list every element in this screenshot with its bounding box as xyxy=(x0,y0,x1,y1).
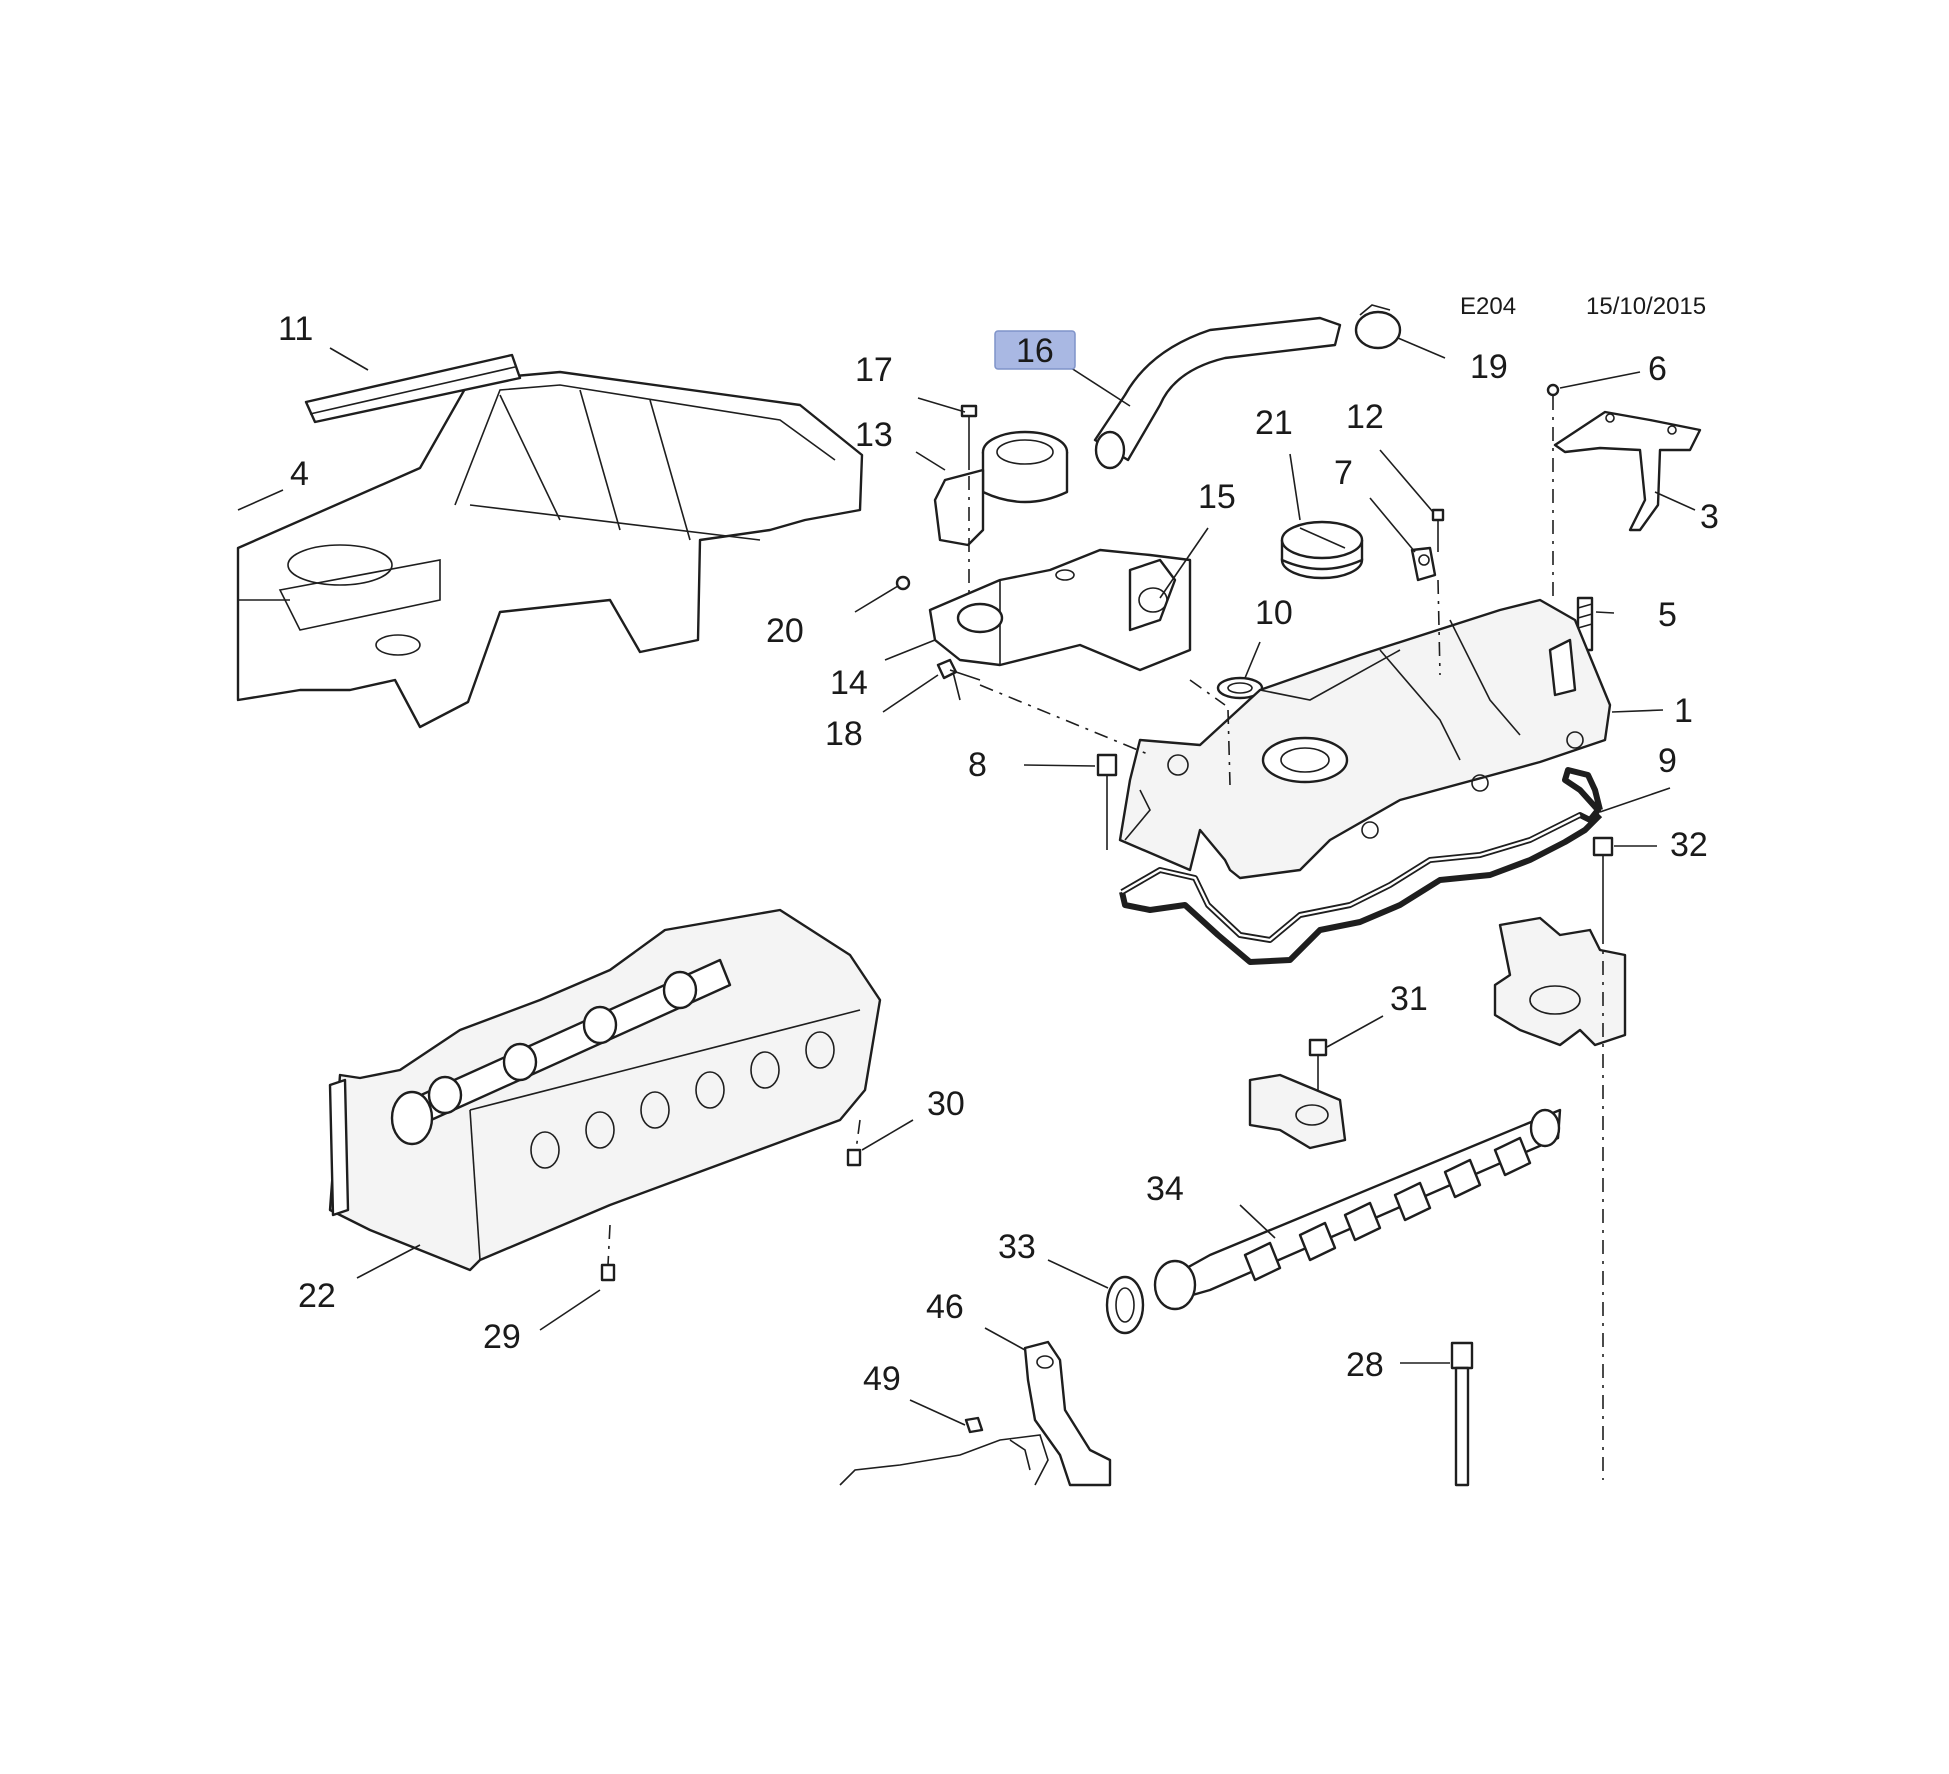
breather-hose xyxy=(1093,316,1342,470)
callout-29: 29 xyxy=(483,1318,521,1356)
callout-21: 21 xyxy=(1255,404,1293,442)
callout-22: 22 xyxy=(298,1277,336,1315)
bolt-18 xyxy=(936,658,981,681)
bolt-28 xyxy=(1450,1341,1474,1487)
camshaft-cap xyxy=(1248,1073,1347,1150)
bracket-3 xyxy=(1553,410,1702,532)
bolt-32 xyxy=(1592,836,1614,930)
diagram-date: 15/10/2015 xyxy=(1586,293,1706,320)
callout-10: 10 xyxy=(1255,594,1293,632)
hose-clip xyxy=(1354,304,1402,350)
callout-32: 32 xyxy=(1670,826,1708,864)
callout-30: 30 xyxy=(927,1085,965,1123)
callout-46: 46 xyxy=(926,1288,964,1326)
dowel-29 xyxy=(600,1263,616,1282)
callout-6: 6 xyxy=(1648,350,1667,388)
callout-28: 28 xyxy=(1346,1346,1384,1384)
callout-31: 31 xyxy=(1390,980,1428,1018)
bolt-31 xyxy=(1308,1038,1328,1110)
bracket-46 xyxy=(1023,1340,1112,1487)
callout-19: 19 xyxy=(1470,348,1508,386)
camshaft xyxy=(1153,1108,1562,1311)
callout-14: 14 xyxy=(830,664,868,702)
callout-5: 5 xyxy=(1658,596,1677,634)
bolt-6 xyxy=(1546,383,1560,397)
callout-8: 8 xyxy=(968,746,987,784)
sensor-7 xyxy=(1410,546,1437,582)
callout-34: 34 xyxy=(1146,1170,1184,1208)
callout-33: 33 xyxy=(998,1228,1036,1266)
camshaft-cover xyxy=(1118,598,1612,880)
oil-separator-housing xyxy=(928,548,1192,701)
callout-9: 9 xyxy=(1658,742,1677,780)
bolt-12 xyxy=(1431,508,1445,552)
cover-plate xyxy=(304,353,522,424)
washer-20 xyxy=(895,575,911,591)
oil-filler-cap xyxy=(1280,520,1364,580)
callout-18: 18 xyxy=(825,715,863,753)
alignment-lines xyxy=(607,396,1604,1480)
bolt-8 xyxy=(1096,753,1118,840)
callout-4: 4 xyxy=(290,455,309,493)
callout-11: 11 xyxy=(278,310,313,348)
callout-49: 49 xyxy=(863,1360,901,1398)
nut-49 xyxy=(964,1416,984,1434)
callout-17: 17 xyxy=(855,351,893,389)
camshaft-seal xyxy=(1105,1275,1145,1335)
callout-7: 7 xyxy=(1334,454,1353,492)
pcv-valve xyxy=(933,430,1069,547)
bolt-17 xyxy=(960,404,978,470)
callout-13: 13 xyxy=(855,416,893,454)
cover-gasket xyxy=(1119,767,1603,965)
cylinder-head xyxy=(328,908,882,1272)
seal-ring-10 xyxy=(1216,676,1264,700)
callout-labels: 11 4 16 17 13 19 6 21 12 7 15 3 10 5 20 … xyxy=(278,310,1719,1398)
callout-3: 3 xyxy=(1700,498,1719,536)
highlight-box-16 xyxy=(994,330,1076,370)
diagram-code: E204 xyxy=(1460,293,1516,320)
callout-15: 15 xyxy=(1198,478,1236,516)
partial-component xyxy=(839,1434,1049,1486)
callout-1: 1 xyxy=(1674,692,1693,730)
engine-cover xyxy=(236,370,864,729)
bearing-cap xyxy=(1493,916,1627,1047)
dowel-30 xyxy=(846,1148,862,1167)
callout-20: 20 xyxy=(766,612,804,650)
leader-lines xyxy=(237,337,1696,1426)
callout-16: 16 xyxy=(1016,332,1054,370)
callout-12: 12 xyxy=(1346,398,1384,436)
